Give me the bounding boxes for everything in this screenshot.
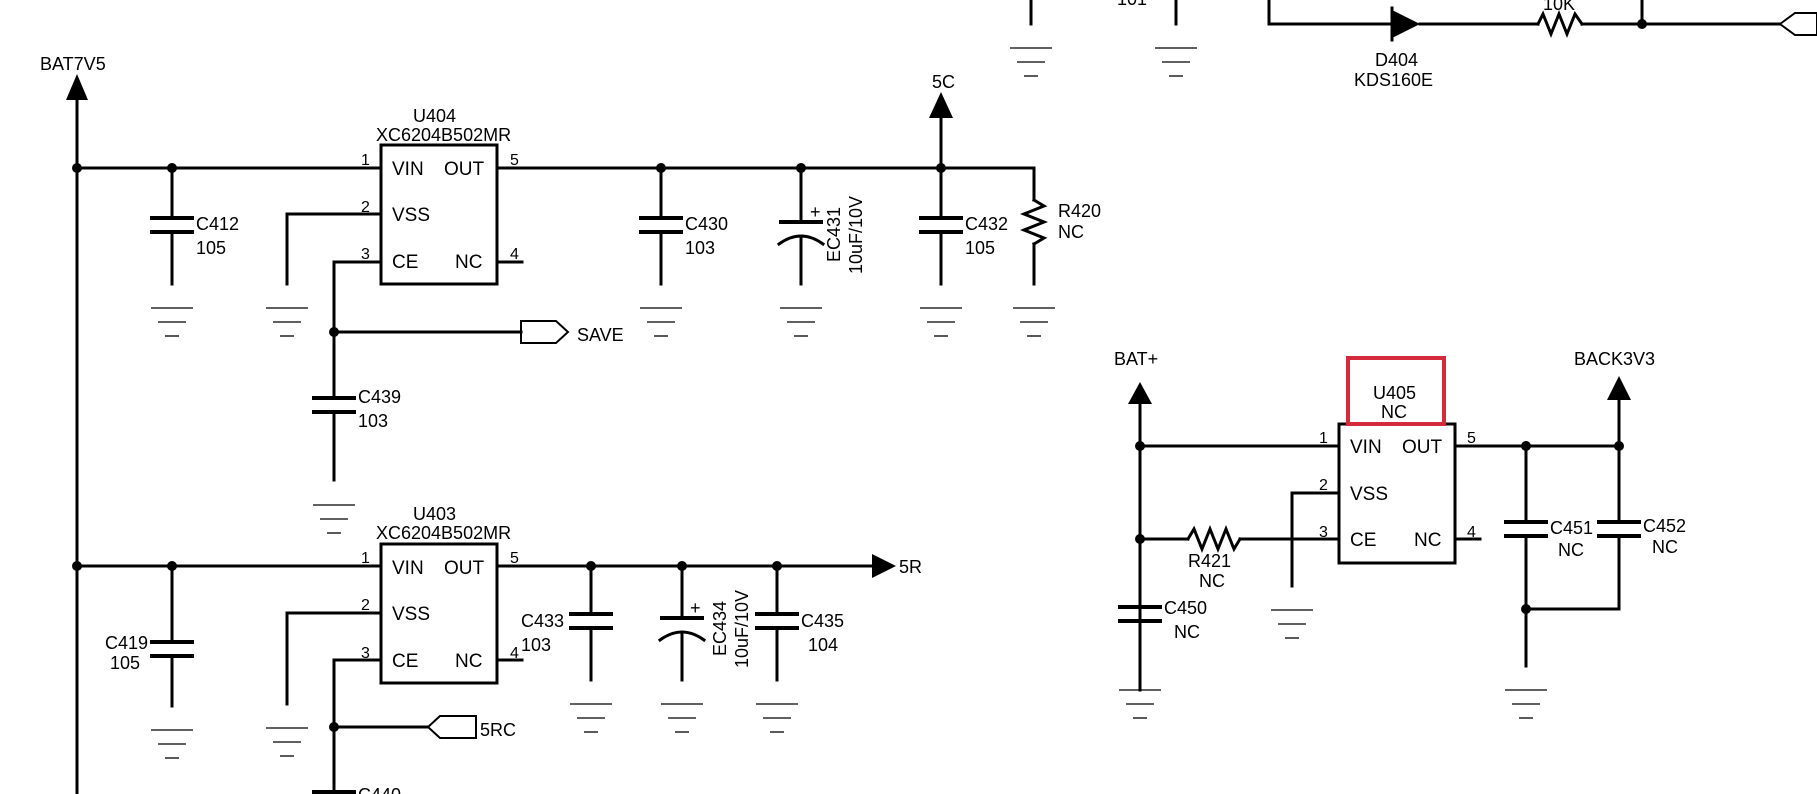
u404-regulator: C412 105 U404 XC6204B502MR VIN OUT VSS C…	[75, 72, 1101, 534]
u405-highlight-box	[1346, 356, 1446, 426]
pin-number: 3	[361, 246, 370, 263]
c433-value: 103	[521, 635, 551, 655]
c451-ref: C451	[1550, 518, 1593, 538]
ec431-plus: +	[810, 202, 821, 222]
d404-part: KDS160E	[1354, 70, 1433, 90]
5rc-label: 5RC	[480, 720, 516, 740]
u404-pin-out: OUT	[444, 159, 485, 180]
c432-ref: C432	[965, 214, 1008, 234]
resistor-r420	[1019, 197, 1049, 247]
u404-ref: U404	[413, 106, 456, 126]
pin-number: 5	[510, 550, 519, 567]
u403-pin-vss: VSS	[392, 604, 430, 625]
c439-ref: C439	[358, 387, 401, 407]
u405-pin-ce: CE	[1350, 530, 1376, 551]
u405-pin-out: OUT	[1402, 437, 1443, 458]
ground-symbol	[1155, 47, 1197, 77]
ec431-ref: EC431	[824, 207, 844, 262]
u404-pin-vss: VSS	[392, 205, 430, 226]
c450-value: NC	[1174, 622, 1200, 642]
u403-pin-ce: CE	[392, 651, 418, 672]
pin-number: 2	[1319, 477, 1328, 494]
u404-pin-ce: CE	[392, 252, 418, 273]
r420-ref: R420	[1058, 201, 1101, 221]
c432-value: 105	[965, 238, 995, 258]
u405-pin-vss: VSS	[1350, 484, 1388, 505]
c433-ref: C433	[521, 611, 564, 631]
pin-number: 3	[1319, 524, 1328, 541]
pin-number: 5	[1467, 430, 1476, 447]
diode-d404	[1390, 6, 1420, 42]
c452-ref: C452	[1643, 516, 1686, 536]
u403-pin-nc: NC	[455, 651, 482, 672]
c419-value: 105	[110, 653, 140, 673]
r420-value: NC	[1058, 222, 1084, 242]
ec431-value: 10uF/10V	[846, 196, 866, 274]
u405-ref: U405	[1373, 383, 1416, 403]
top-partial-section: 101 D404 KDS160E 10K	[1010, 0, 1817, 90]
ec434-plus: +	[690, 598, 701, 618]
c440-partial-ref: C440	[358, 785, 401, 794]
pin-number: 4	[1467, 524, 1476, 541]
u404-pin-nc: NC	[455, 252, 482, 273]
u403-pin-vin: VIN	[392, 558, 424, 579]
u404-pin-vin: VIN	[392, 159, 424, 180]
5c-label: 5C	[932, 72, 955, 92]
c451-value: NC	[1558, 540, 1584, 560]
resistor-r421	[1185, 524, 1243, 554]
partial-label: 101	[1117, 0, 1147, 9]
u405-regulator: BAT+ R421 NC C450 NC U405 NC VIN OUT VSS…	[1114, 349, 1686, 719]
pin-number: 2	[361, 597, 370, 614]
5r-label: 5R	[899, 557, 922, 577]
d404-ref: D404	[1375, 50, 1418, 70]
u405-pin-vin: VIN	[1350, 437, 1382, 458]
ec434-ref: EC434	[710, 601, 730, 656]
c412-value: 105	[196, 238, 226, 258]
r-top-value: 10K	[1543, 0, 1575, 14]
pin-number: 1	[361, 152, 370, 169]
pin-number: 3	[361, 645, 370, 662]
pin-number: 4	[510, 645, 519, 662]
u405-pin-nc: NC	[1414, 530, 1441, 551]
c439-value: 103	[358, 411, 388, 431]
pin-number: 1	[1319, 430, 1328, 447]
u403-part: XC6204B502MR	[376, 523, 511, 543]
r421-value: NC	[1199, 571, 1225, 591]
bat7v5-rail: BAT7V5	[40, 54, 106, 794]
bat7v5-label: BAT7V5	[40, 54, 106, 74]
c419-ref: C419	[105, 633, 148, 653]
pin-number: 2	[361, 199, 370, 216]
c452-value: NC	[1652, 537, 1678, 557]
u405-part: NC	[1381, 402, 1407, 422]
c430-value: 103	[685, 238, 715, 258]
u403-pin-out: OUT	[444, 558, 485, 579]
u403-regulator: C419 105 U403 XC6204B502MR VIN OUT VSS C…	[75, 504, 922, 794]
c412-ref: C412	[196, 214, 239, 234]
back3v3-label: BACK3V3	[1574, 349, 1655, 369]
c450-ref: C450	[1164, 598, 1207, 618]
batplus-label: BAT+	[1114, 349, 1158, 369]
r421-ref: R421	[1188, 551, 1231, 571]
u404-part: XC6204B502MR	[376, 125, 511, 145]
pin-number: 4	[510, 246, 519, 263]
c430-ref: C430	[685, 214, 728, 234]
c435-value: 104	[808, 635, 838, 655]
save-label: SAVE	[577, 325, 624, 345]
ground-symbol	[1010, 47, 1052, 77]
pin-number: 1	[361, 550, 370, 567]
c435-ref: C435	[801, 611, 844, 631]
ec434-value: 10uF/10V	[732, 590, 752, 668]
u403-ref: U403	[413, 504, 456, 524]
resistor-10k	[1535, 9, 1585, 39]
pin-number: 5	[510, 152, 519, 169]
